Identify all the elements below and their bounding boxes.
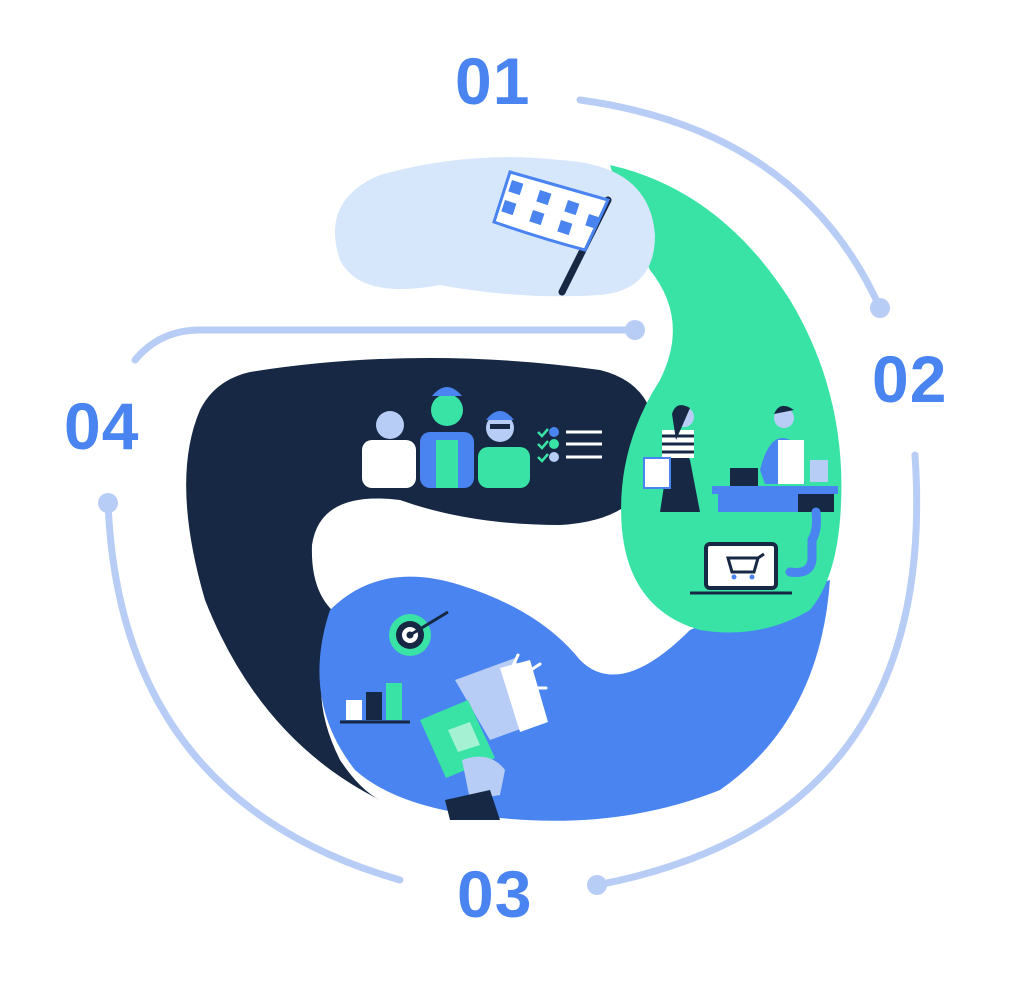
arc-dot — [870, 298, 890, 318]
arc-04-01 — [131, 326, 639, 364]
arc-dot — [98, 493, 118, 513]
step-number-04: 04 — [64, 389, 140, 463]
stage-01-shape — [335, 157, 655, 297]
arc-dot — [625, 320, 645, 340]
arc-03-04 — [104, 499, 404, 884]
step-number-02: 02 — [872, 342, 948, 416]
finish-flag-icon — [492, 170, 612, 296]
step-number-01: 01 — [455, 44, 531, 118]
bar-chart-icon — [340, 683, 410, 724]
target-icon — [389, 610, 449, 656]
stage-02-shape — [610, 165, 842, 633]
megaphone-icon — [420, 653, 548, 820]
arc-01-02 — [576, 96, 884, 312]
stage-04-shape — [186, 357, 656, 800]
arc-dot — [587, 875, 607, 895]
team-checklist-icon — [362, 387, 602, 488]
shop-checkout-icon — [643, 405, 838, 595]
arc-02-03 — [593, 451, 921, 889]
step-number-03: 03 — [457, 857, 533, 931]
